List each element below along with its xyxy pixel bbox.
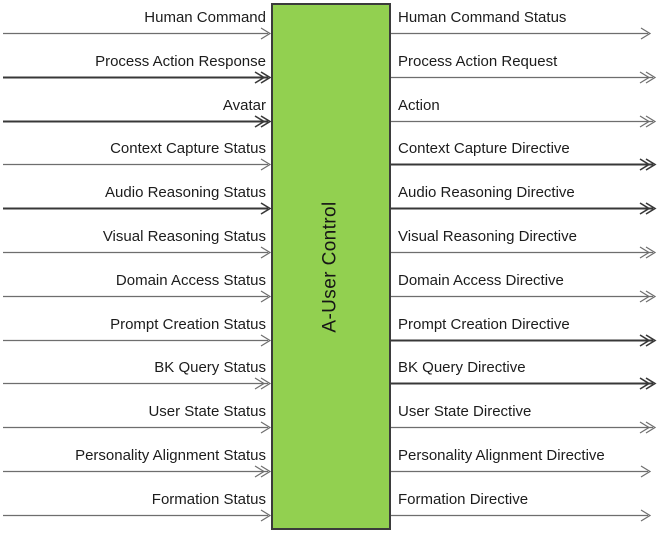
arrowhead-chevron-icon: [645, 421, 657, 434]
arrowhead-chevron-icon: [254, 377, 266, 390]
arrowhead-chevron-icon: [260, 115, 272, 128]
arrowhead-chevron-icon: [254, 71, 266, 84]
input-label: Process Action Response: [95, 53, 266, 70]
arrowhead-chevron-icon: [260, 377, 272, 390]
block-title: A-User Control: [320, 200, 341, 333]
arrowhead-chevron-icon: [639, 202, 651, 215]
arrowhead-chevron-icon: [645, 334, 657, 347]
output-label: User State Directive: [398, 403, 532, 420]
arrowhead-chevron-icon: [645, 290, 657, 303]
output-label: Action: [398, 97, 440, 114]
arrowhead-chevron-icon: [260, 509, 272, 522]
arrowhead-chevron-icon: [639, 115, 651, 128]
input-label: BK Query Status: [154, 359, 266, 376]
arrowhead-chevron-icon: [260, 465, 272, 478]
arrowhead-chevron-icon: [639, 377, 651, 390]
arrowhead-chevron-icon: [639, 158, 651, 171]
arrowhead-chevron-icon: [645, 158, 657, 171]
output-label: Process Action Request: [398, 53, 558, 70]
arrowhead-chevron-icon: [254, 465, 266, 478]
arrowhead-chevron-icon: [645, 71, 657, 84]
input-label: User State Status: [148, 403, 266, 420]
input-label: Audio Reasoning Status: [105, 184, 266, 201]
arrowhead-chevron-icon: [260, 71, 272, 84]
arrowhead-chevron-icon: [260, 421, 272, 434]
arrowhead-chevron-icon: [639, 246, 651, 259]
output-label: Prompt Creation Directive: [398, 316, 570, 333]
output-label: Context Capture Directive: [398, 140, 570, 157]
input-label: Domain Access Status: [115, 272, 266, 289]
input-label: Human Command: [144, 9, 266, 26]
input-label: Personality Alignment Status: [75, 447, 266, 464]
a-user-control-block: A-User Control: [271, 3, 391, 530]
arrowhead-chevron-icon: [645, 377, 657, 390]
input-label: Formation Status: [151, 491, 266, 508]
arrowhead-chevron-icon: [260, 158, 272, 171]
output-label: Audio Reasoning Directive: [398, 184, 575, 201]
arrowhead-chevron-icon: [645, 115, 657, 128]
output-label: BK Query Directive: [398, 359, 526, 376]
input-label: Prompt Creation Status: [110, 316, 266, 333]
arrowhead-chevron-icon: [639, 290, 651, 303]
input-label: Visual Reasoning Status: [102, 228, 266, 245]
output-label: Human Command Status: [398, 9, 567, 26]
output-label: Domain Access Directive: [398, 272, 564, 289]
arrowhead-chevron-icon: [639, 71, 651, 84]
arrowhead-chevron-icon: [640, 509, 652, 522]
output-label: Formation Directive: [398, 491, 529, 508]
output-label: Personality Alignment Directive: [398, 447, 605, 464]
arrowhead-chevron-icon: [260, 246, 272, 259]
arrowhead-chevron-icon: [639, 334, 651, 347]
arrowhead-chevron-icon: [645, 246, 657, 259]
arrowhead-chevron-icon: [254, 115, 266, 128]
arrowhead-chevron-icon: [640, 465, 652, 478]
arrowhead-chevron-icon: [260, 202, 272, 215]
output-label: Visual Reasoning Directive: [398, 228, 577, 245]
arrowhead-chevron-icon: [260, 290, 272, 303]
input-label: Avatar: [222, 97, 266, 114]
arrowhead-chevron-icon: [260, 27, 272, 40]
arrowhead-chevron-icon: [645, 202, 657, 215]
input-label: Context Capture Status: [110, 140, 266, 157]
arrowhead-chevron-icon: [639, 421, 651, 434]
arrowhead-chevron-icon: [260, 334, 272, 347]
arrowhead-chevron-icon: [640, 27, 652, 40]
